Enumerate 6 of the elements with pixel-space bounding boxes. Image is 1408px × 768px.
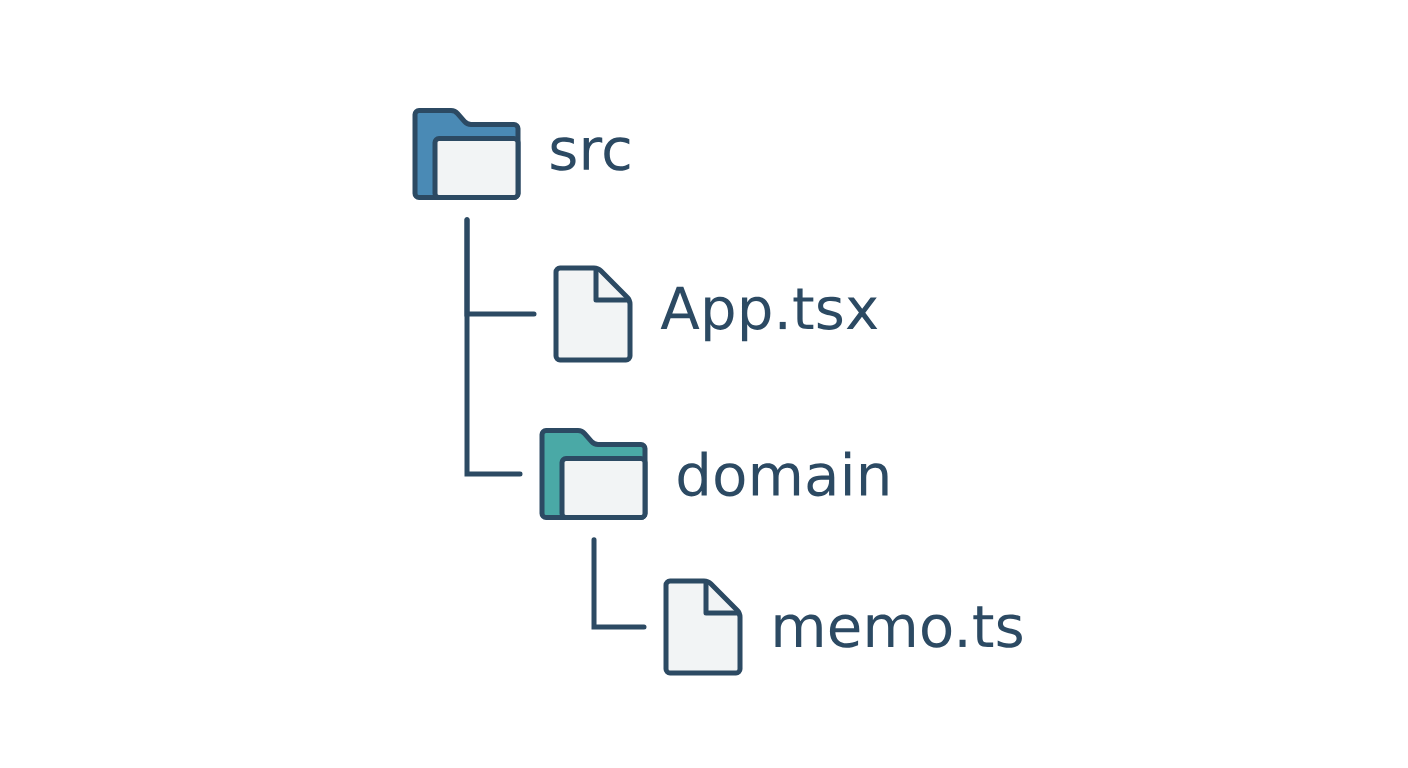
tree-connector: [464, 217, 523, 477]
file-name: memo.ts: [775, 606, 1022, 648]
folder-name: domain: [678, 451, 888, 497]
tree-connector: [591, 537, 647, 630]
folder-name: src: [551, 137, 630, 171]
file-name: App.tsx: [660, 286, 878, 342]
